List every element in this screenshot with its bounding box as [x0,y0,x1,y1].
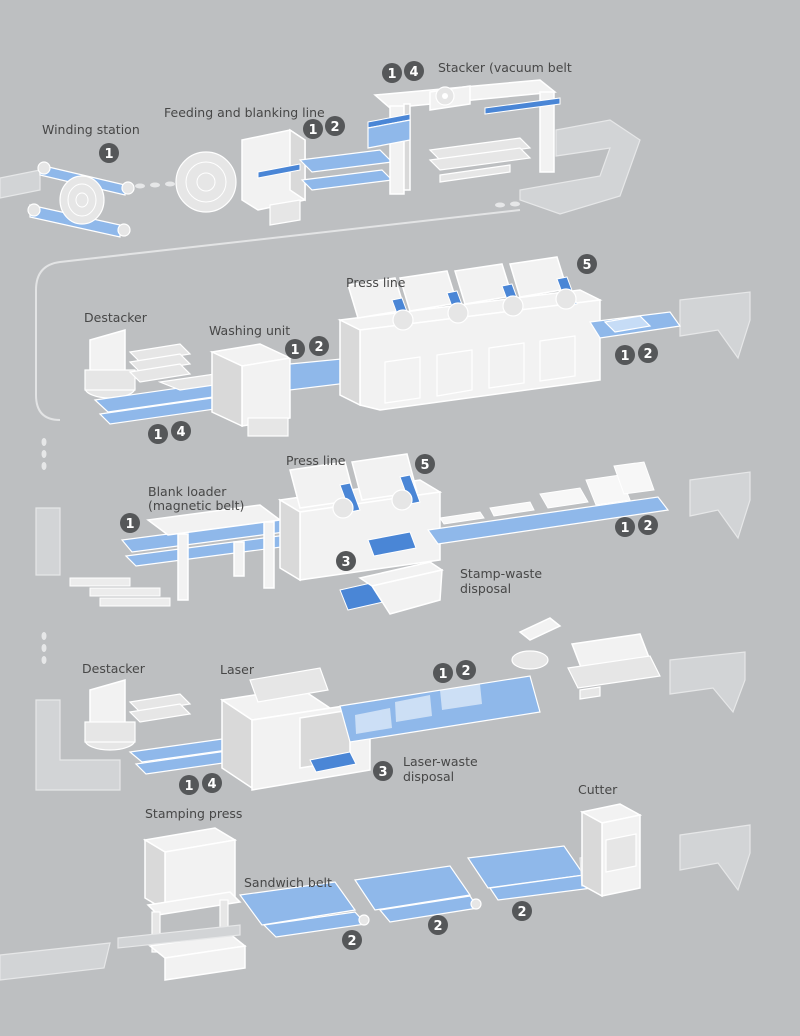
press-line-1 [289,256,682,411]
badge-destack1-4: 4 [171,421,191,441]
badge-sandwich-2a: 2 [342,930,362,950]
svg-text:5: 5 [420,458,429,473]
svg-text:2: 2 [517,905,526,920]
label-destacker-1: Destacker [84,310,148,325]
badges: 1 1 2 1 4 5 1 2 1 2 1 4 1 5 3 1 2 1 2 3 … [99,61,658,950]
svg-text:1: 1 [153,428,162,443]
sandwich-belt [238,845,613,938]
winding-station [27,161,135,238]
stacker [367,79,561,195]
stamping-press [117,827,247,981]
stamp-waste-disposal [339,531,444,615]
badge-winding-1: 1 [99,143,119,163]
label-stamping-press: Stamping press [145,806,242,821]
label-blank-loader: Blank loader [148,484,227,499]
svg-text:1: 1 [620,349,629,364]
label-stacker: Stacker (vacuum belt [438,60,572,75]
badge-wash-2: 2 [309,336,329,356]
label-feeding-blanking-line: Feeding and blanking line [164,105,325,120]
badge-loader-1: 1 [120,513,140,533]
badge-stacker-1: 1 [382,63,402,83]
label-stamp-waste-sub: disposal [460,581,511,596]
svg-text:2: 2 [330,120,339,135]
material-flow-path [0,119,751,981]
badge-laserwaste-3: 3 [373,761,393,781]
svg-text:1: 1 [104,147,113,162]
label-press-line-1: Press line [346,275,406,290]
label-press-line-2: Press line [286,453,346,468]
robot-and-stacks [511,617,661,700]
svg-text:3: 3 [341,555,350,570]
svg-text:3: 3 [378,765,387,780]
svg-text:4: 4 [176,425,185,440]
svg-text:4: 4 [207,777,216,792]
svg-text:1: 1 [387,67,396,82]
svg-text:2: 2 [643,347,652,362]
label-sandwich-belt: Sandwich belt [244,875,332,890]
cutter [579,803,643,898]
badge-out1-1: 1 [615,345,635,365]
feeding-blanking-line [175,128,394,226]
badge-waste-3: 3 [336,551,356,571]
badge-out2-1: 1 [615,517,635,537]
badge-press1-5: 5 [577,254,597,274]
badge-laser-2: 2 [456,660,476,680]
svg-text:2: 2 [347,934,356,949]
svg-text:2: 2 [643,519,652,534]
badge-destack2-1: 1 [179,775,199,795]
label-blank-loader-sub: (magnetic belt) [148,498,244,513]
badge-press2-5: 5 [415,454,435,474]
badge-sandwich-2b: 2 [428,915,448,935]
svg-text:1: 1 [308,123,317,138]
label-cutter: Cutter [578,782,618,797]
badge-laser-1: 1 [433,663,453,683]
svg-text:2: 2 [314,340,323,355]
badge-feed-1: 1 [303,119,323,139]
svg-text:2: 2 [433,919,442,934]
svg-text:1: 1 [438,667,447,682]
svg-text:1: 1 [184,779,193,794]
badge-destack2-4: 4 [202,773,222,793]
badge-wash-1: 1 [285,339,305,359]
label-laser: Laser [220,662,255,677]
badge-destack1-1: 1 [148,424,168,444]
label-laser-waste-sub: disposal [403,769,454,784]
badge-out1-2: 2 [638,343,658,363]
label-destacker-2: Destacker [82,661,146,676]
press-line-2 [277,453,670,582]
label-winding-station: Winding station [42,122,140,137]
badge-sandwich-2c: 2 [512,901,532,921]
svg-text:5: 5 [582,258,591,273]
badge-out2-2: 2 [638,515,658,535]
svg-text:1: 1 [620,521,629,536]
blank-loader [69,504,306,607]
label-stamp-waste: Stamp-waste [460,566,542,581]
badge-feed-2: 2 [325,116,345,136]
svg-text:4: 4 [409,65,418,80]
badge-stacker-4: 4 [404,61,424,81]
labels: Winding station Feeding and blanking lin… [42,60,618,890]
svg-text:2: 2 [461,664,470,679]
label-washing-unit: Washing unit [209,323,290,338]
svg-text:1: 1 [290,343,299,358]
laser [219,667,541,791]
svg-text:1: 1 [125,517,134,532]
label-laser-waste: Laser-waste [403,754,478,769]
washing-unit [209,343,293,437]
